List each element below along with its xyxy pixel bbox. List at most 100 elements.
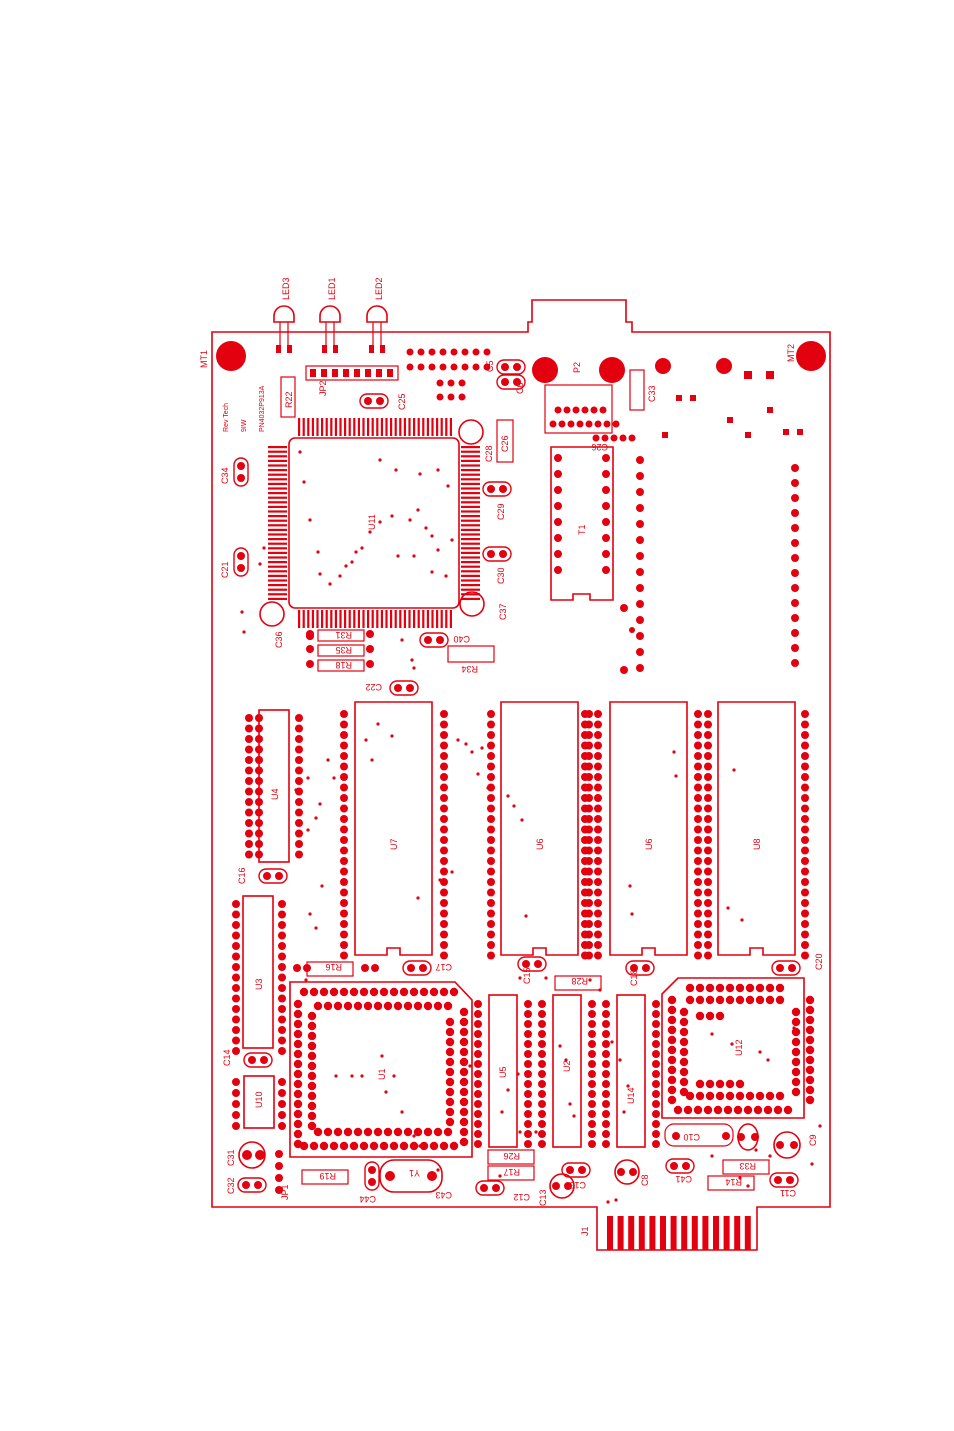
capacitor-outline bbox=[475, 1180, 505, 1196]
via-dot bbox=[470, 750, 474, 754]
pad bbox=[323, 1001, 333, 1011]
pad bbox=[278, 1015, 286, 1024]
pad bbox=[429, 987, 439, 997]
pad bbox=[278, 1047, 286, 1055]
pad bbox=[461, 348, 469, 356]
pad bbox=[602, 1030, 610, 1038]
pad bbox=[459, 1007, 469, 1017]
pad bbox=[801, 825, 809, 834]
label-u12: U12 bbox=[734, 1039, 744, 1056]
via-dot bbox=[416, 896, 420, 900]
qfp-lead bbox=[268, 570, 287, 573]
qfp-lead bbox=[353, 610, 356, 628]
c26-outline bbox=[496, 419, 514, 463]
pad bbox=[406, 348, 414, 356]
pad bbox=[636, 456, 644, 464]
qfp-lead bbox=[307, 418, 310, 436]
connector-finger bbox=[691, 1216, 698, 1250]
pad bbox=[581, 888, 589, 897]
u1-plcc-outline bbox=[289, 981, 473, 1158]
pad bbox=[245, 840, 253, 848]
pad bbox=[440, 867, 448, 876]
label-c10: C10 bbox=[683, 1132, 700, 1142]
label-c13: C13 bbox=[538, 1189, 548, 1206]
pad bbox=[295, 714, 303, 722]
pad bbox=[791, 599, 799, 607]
pad bbox=[594, 878, 602, 886]
pad bbox=[601, 434, 609, 442]
pad bbox=[801, 857, 809, 865]
pad bbox=[232, 984, 240, 992]
qfp-lead bbox=[426, 610, 429, 628]
label-u2: U2 bbox=[562, 1060, 572, 1072]
qfp-lead bbox=[385, 610, 388, 628]
pad bbox=[602, 1010, 610, 1018]
pad bbox=[704, 762, 712, 771]
pad bbox=[255, 829, 263, 838]
header-pin bbox=[321, 369, 327, 377]
qfp-lead bbox=[268, 478, 287, 481]
pad bbox=[581, 836, 589, 844]
via-dot bbox=[302, 480, 306, 484]
pad bbox=[307, 1101, 317, 1111]
pad bbox=[232, 921, 240, 929]
mounting-hole-mt2 bbox=[796, 341, 826, 371]
pad bbox=[602, 470, 610, 478]
pad bbox=[278, 973, 286, 982]
qfp-lead bbox=[461, 593, 480, 596]
pad bbox=[588, 1060, 596, 1068]
pad bbox=[458, 379, 466, 387]
qfp-lead bbox=[298, 610, 301, 628]
pad bbox=[487, 720, 495, 729]
pad bbox=[393, 1127, 403, 1137]
pad bbox=[581, 815, 589, 823]
pad bbox=[487, 741, 495, 750]
pad bbox=[499, 550, 507, 558]
pad bbox=[566, 1166, 574, 1174]
pad bbox=[673, 1105, 683, 1115]
pad bbox=[524, 1020, 532, 1028]
qfp-lead bbox=[268, 455, 287, 458]
pad bbox=[538, 1100, 546, 1108]
via-dot bbox=[710, 1154, 714, 1158]
label-rev2: 9IW bbox=[241, 419, 248, 432]
p2-mounting-pad-right bbox=[599, 357, 625, 383]
pad bbox=[704, 846, 712, 855]
pad bbox=[745, 983, 755, 993]
pad bbox=[487, 857, 495, 865]
label-r26: R26 bbox=[503, 1151, 520, 1161]
pad bbox=[307, 1011, 317, 1021]
pad bbox=[538, 1110, 546, 1118]
pad bbox=[679, 1017, 689, 1027]
via-dot bbox=[486, 786, 490, 790]
qfp-lead bbox=[334, 610, 337, 628]
via-dot bbox=[344, 564, 348, 568]
via-dot bbox=[306, 828, 310, 832]
pad bbox=[679, 1067, 689, 1077]
pad bbox=[704, 878, 712, 886]
pad bbox=[407, 964, 415, 972]
pad bbox=[594, 773, 602, 781]
pad bbox=[636, 472, 644, 480]
pad bbox=[340, 951, 348, 960]
pad bbox=[487, 710, 495, 718]
pad bbox=[791, 554, 799, 562]
pad bbox=[594, 815, 602, 823]
header-pin bbox=[332, 369, 338, 377]
r14-outline bbox=[707, 1175, 755, 1191]
pad bbox=[333, 1001, 343, 1011]
y1-crystal-outline bbox=[379, 1159, 443, 1193]
qfp-lead bbox=[426, 418, 429, 436]
pad bbox=[704, 920, 712, 928]
pad bbox=[704, 951, 712, 960]
pad bbox=[776, 964, 784, 972]
pad bbox=[459, 1087, 469, 1097]
pad bbox=[690, 395, 696, 401]
via-dot bbox=[810, 1162, 814, 1166]
connector-finger bbox=[660, 1216, 666, 1250]
qfp-lead bbox=[268, 505, 287, 508]
pad bbox=[232, 1026, 240, 1034]
pad bbox=[538, 1030, 546, 1038]
qfp-lead bbox=[348, 610, 351, 628]
pad bbox=[694, 836, 702, 844]
